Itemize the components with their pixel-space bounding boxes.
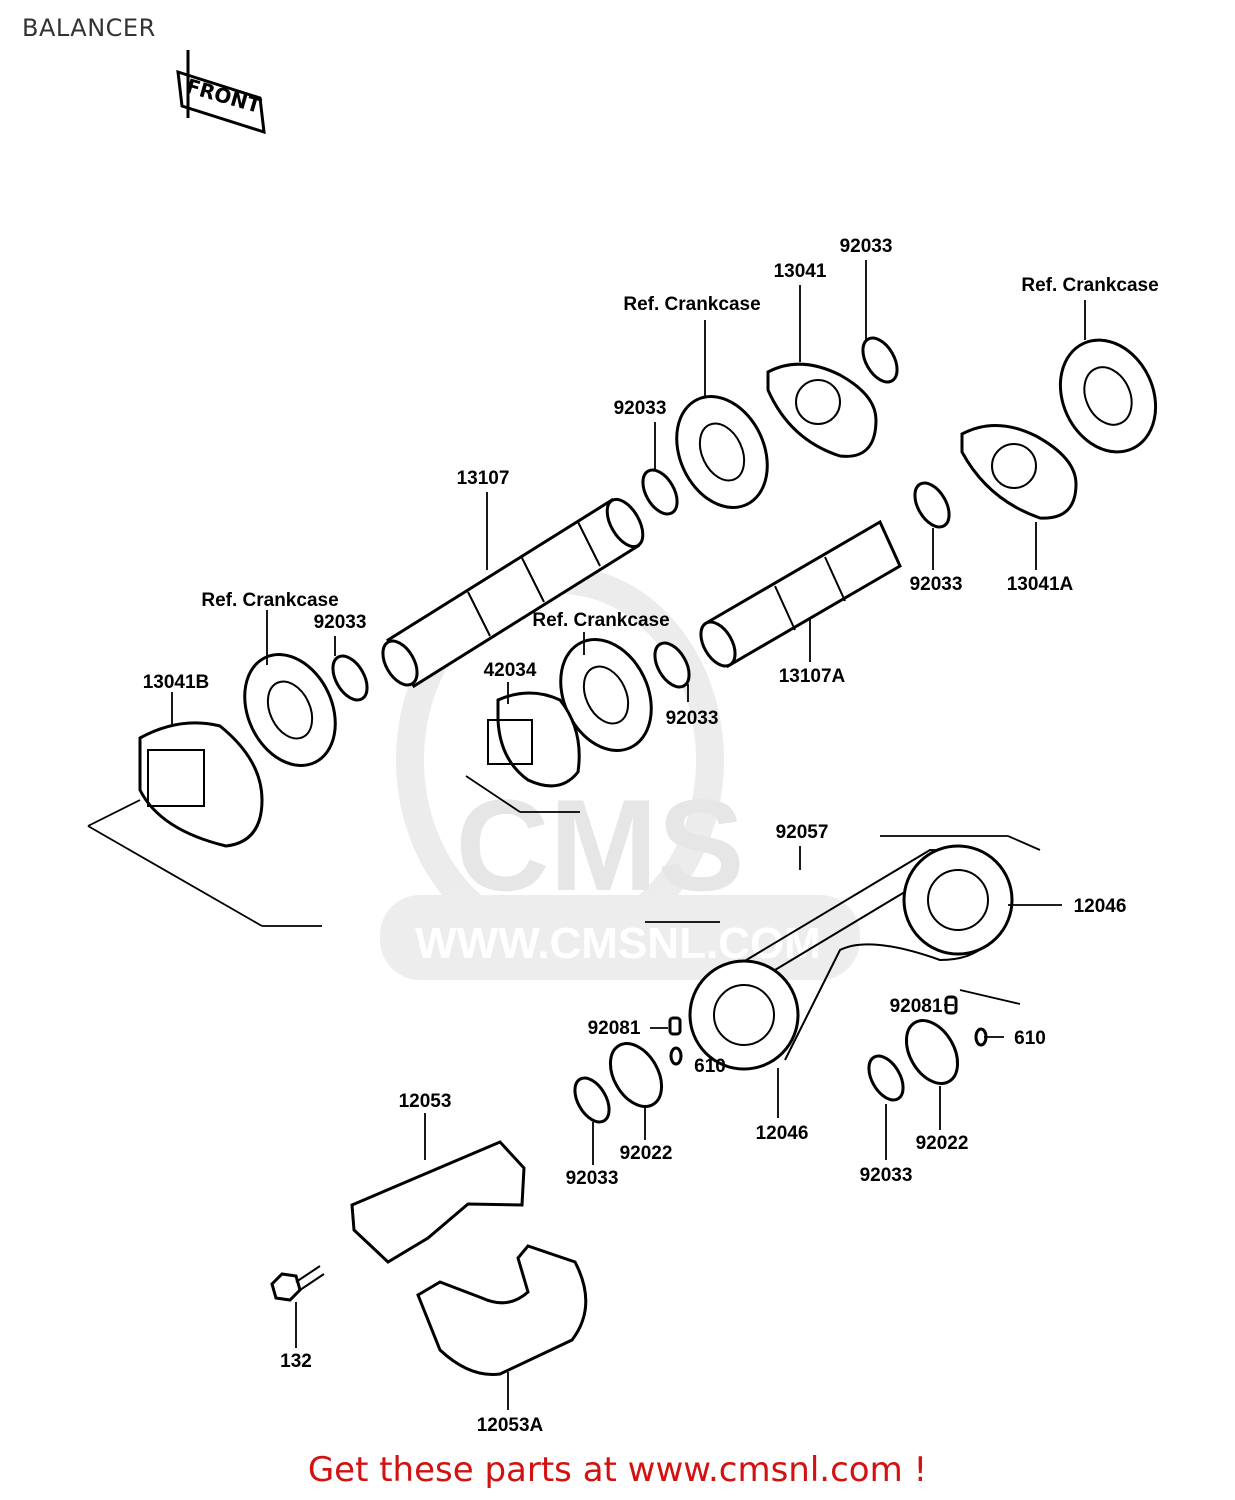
guide-12053	[350, 1140, 526, 1264]
callout-12046: 12046	[756, 1123, 809, 1144]
page-title: BALANCER	[22, 14, 156, 42]
watermark-url: WWW.CMSNL.COM	[415, 919, 821, 968]
coupling-42034	[487, 691, 581, 788]
callout-92033: 92033	[314, 612, 367, 633]
callout-92033: 92033	[566, 1168, 619, 1189]
bearing-lower-left	[243, 653, 337, 767]
shaft-13107	[381, 497, 645, 689]
guide-12053a	[416, 1244, 588, 1376]
callout-92033: 92033	[840, 236, 893, 257]
callout-13041a: 13041A	[1007, 574, 1074, 595]
callout-92033: 92033	[614, 398, 667, 419]
callout-92033: 92033	[860, 1165, 913, 1186]
weight-13041a	[960, 424, 1078, 520]
callout-92057: 92057	[776, 822, 829, 843]
bearing-upper-right	[1058, 338, 1158, 454]
front-marker: FRONT	[176, 50, 266, 135]
callout-ref-crankcase: Ref. Crankcase	[532, 610, 669, 631]
leader-lines	[171, 260, 1086, 1410]
callout-92081: 92081	[588, 1018, 641, 1039]
callout-92022: 92022	[620, 1143, 673, 1164]
callout-13041b: 13041B	[143, 672, 210, 693]
callout-12053: 12053	[399, 1091, 452, 1112]
callout-92022: 92022	[916, 1133, 969, 1154]
callout-92033: 92033	[910, 574, 963, 595]
callout-ref-crankcase: Ref. Crankcase	[1021, 275, 1158, 296]
weight-13041b	[138, 721, 264, 848]
callout-ref-crankcase: Ref. Crankcase	[623, 294, 760, 315]
sprocket-12046-upper	[902, 844, 1014, 956]
callout-ref-crankcase: Ref. Crankcase	[201, 590, 338, 611]
small-parts	[573, 995, 988, 1124]
callout-132: 132	[280, 1351, 312, 1372]
assembly-lines	[87, 775, 1041, 1005]
callout-13107a: 13107A	[779, 666, 846, 687]
sprocket-12046-lower	[688, 959, 800, 1071]
weight-13041	[766, 362, 878, 458]
watermark-brand: CMS	[456, 772, 745, 918]
callout-12053a: 12053A	[477, 1415, 544, 1436]
callout-13041: 13041	[774, 261, 827, 282]
circlips	[331, 336, 951, 702]
callout-92081: 92081	[890, 996, 943, 1017]
footer-link[interactable]: Get these parts at www.cmsnl.com !	[307, 1450, 928, 1490]
callout-13107: 13107	[457, 468, 510, 489]
shaft-13107a	[699, 519, 902, 669]
callout-labels: 92033 13041 Ref. Crankcase Ref. Crankcas…	[143, 236, 1159, 1436]
callout-610: 610	[1014, 1028, 1046, 1049]
callout-42034: 42034	[484, 660, 537, 681]
watermark: CMS WWW.CMSNL.COM	[380, 566, 860, 980]
bearing-upper-center	[675, 395, 769, 509]
callout-92033: 92033	[666, 708, 719, 729]
bolt-132	[270, 1265, 325, 1302]
callout-12046: 12046	[1074, 896, 1127, 917]
callout-610: 610	[694, 1056, 726, 1077]
